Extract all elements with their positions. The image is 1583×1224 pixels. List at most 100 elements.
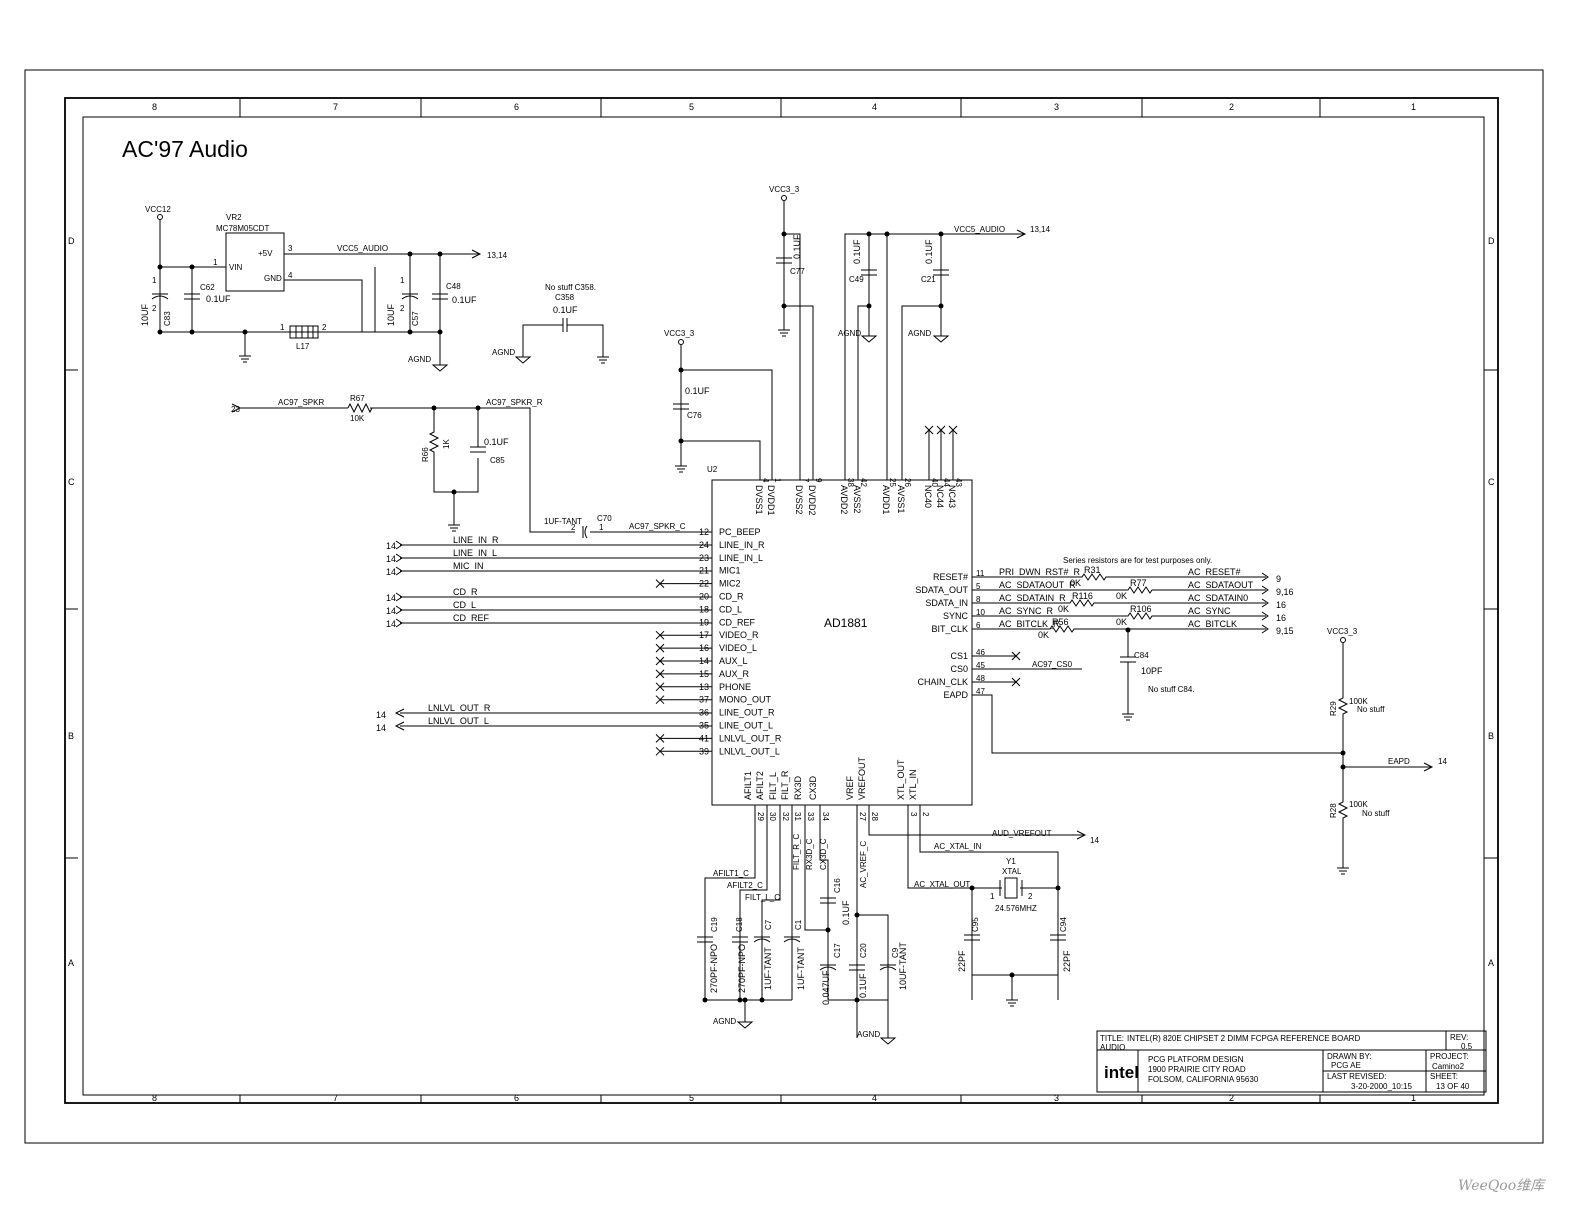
c94-refdes: C94 — [1059, 917, 1068, 932]
pin-number: 12 — [699, 527, 709, 537]
svg-text:3: 3 — [288, 244, 293, 253]
zone-col-top-1: 1 — [1411, 102, 1416, 112]
pin-name: MONO_OUT — [719, 695, 772, 705]
left-net-connections: 14LINE_IN_R14LINE_IN_L14MIC_IN14CD_R14CD… — [376, 535, 712, 733]
agnd-label-c358: AGND — [492, 348, 515, 357]
vcc3-3-label-c76: VCC3_3 — [664, 329, 695, 338]
ac97-spkr-label: AC97_SPKR — [278, 398, 324, 407]
c17-refdes: C17 — [833, 943, 842, 958]
no-connect-mark — [655, 579, 665, 588]
pin-number: 33 — [806, 812, 815, 821]
agnd-label-c49: AGND — [838, 329, 861, 338]
vr2-part: MC78M05CDT — [216, 224, 269, 233]
drawn-by-value: PCG AE — [1331, 1061, 1361, 1070]
pin-number: 48 — [976, 674, 985, 683]
c16-value: 0.1UF — [841, 900, 851, 925]
y1-type: XTAL — [1002, 867, 1022, 876]
no-connect-mark — [655, 669, 665, 679]
pin-name: RESET# — [933, 572, 968, 582]
chip-net-label: AC_SYNC_R — [999, 606, 1054, 616]
ac-xtal-out-label: AC_XTAL_OUT — [914, 880, 970, 889]
pin-number: 6 — [976, 621, 981, 630]
pin-name: FILT_L — [768, 772, 778, 800]
outer-border — [24, 69, 1544, 1144]
pin-number: 32 — [781, 812, 790, 821]
c76-value: 0.1UF — [685, 386, 710, 396]
zone-row-right-D: D — [1488, 236, 1495, 246]
title-label: TITLE: — [1100, 1034, 1124, 1043]
c358-note: No stuff C358. — [545, 283, 596, 292]
pin-name: DVDD2 — [807, 485, 817, 516]
pin-number: 3 — [909, 812, 918, 817]
offpage-ref: 14 — [386, 541, 396, 551]
input-arrow — [395, 540, 403, 550]
pin-name: MIC2 — [719, 579, 741, 589]
resistor-value: 0K — [1116, 617, 1127, 627]
zone-col-top-2: 2 — [1229, 102, 1234, 112]
c62-value: 0.1UF — [206, 294, 231, 304]
svg-text:23: 23 — [231, 405, 240, 414]
offpage-ref: 14 — [386, 554, 396, 564]
pin-name: VREFOUT — [857, 756, 867, 800]
r67-refdes: R67 — [350, 394, 365, 403]
pin-name: AVSS2 — [852, 485, 862, 513]
pin-name: SYNC — [943, 611, 969, 621]
net-label: CD_L — [453, 600, 476, 610]
pin-name: AUX_R — [719, 669, 750, 679]
project-label: PROJECT: — [1430, 1052, 1469, 1061]
c7-refdes: C7 — [764, 919, 773, 930]
no-connect-mark — [655, 630, 665, 640]
vcc5-audio-label-1: VCC5_AUDIO — [337, 244, 388, 253]
company-address-2: FOLSOM, CALIFORNIA 95630 — [1148, 1075, 1259, 1084]
c85-value: 0.1UF — [484, 437, 509, 447]
no-connect-mark — [655, 643, 665, 653]
output-arrow — [394, 708, 405, 718]
c19-value: 270PF-NPO — [709, 944, 719, 993]
pin-name: AUX_L — [719, 656, 748, 666]
afilt1-c-label: AFILT1_C — [713, 869, 749, 878]
pin-number: 27 — [858, 812, 867, 821]
y1-refdes: Y1 — [1006, 857, 1016, 866]
input-arrow — [395, 566, 403, 576]
pin-number: 42 — [859, 478, 868, 487]
pin-name: CX3D — [808, 775, 818, 800]
c17-value: 0.047UF — [821, 970, 831, 1005]
r29-value: 100K — [1349, 697, 1368, 706]
zone-col-bottom-8: 8 — [152, 1093, 157, 1103]
bus-net-label: AC_SDATAOUT — [1188, 580, 1254, 590]
eapd-net-label: EAPD — [1388, 757, 1410, 766]
c57-value: 10UF — [386, 303, 396, 326]
intel-logo: intel — [1104, 1063, 1139, 1082]
pin-filt-l: FILT_L 32 — [768, 772, 790, 821]
c21-refdes: C21 — [921, 275, 936, 284]
no-connect-mark — [655, 746, 665, 756]
svg-text:GND: GND — [264, 274, 282, 283]
vcc3-3-label-eapd: VCC3_3 — [1327, 627, 1358, 636]
net-label: LNLVL_OUT_R — [428, 703, 491, 713]
offpage-ref: 16 — [1276, 600, 1286, 610]
ferrite-l17 — [289, 325, 319, 339]
pin-number: 25 — [888, 478, 897, 487]
c1-refdes: C1 — [794, 919, 803, 930]
last-revised-value: 3-20-2000_10:15 — [1351, 1082, 1412, 1091]
crystal-y1 — [1004, 877, 1018, 899]
pin-name: LINE_OUT_R — [719, 708, 775, 718]
pin-number: 4 — [761, 478, 770, 483]
agnd-label-c21: AGND — [908, 329, 931, 338]
offpage-ref: 14 — [376, 723, 386, 733]
